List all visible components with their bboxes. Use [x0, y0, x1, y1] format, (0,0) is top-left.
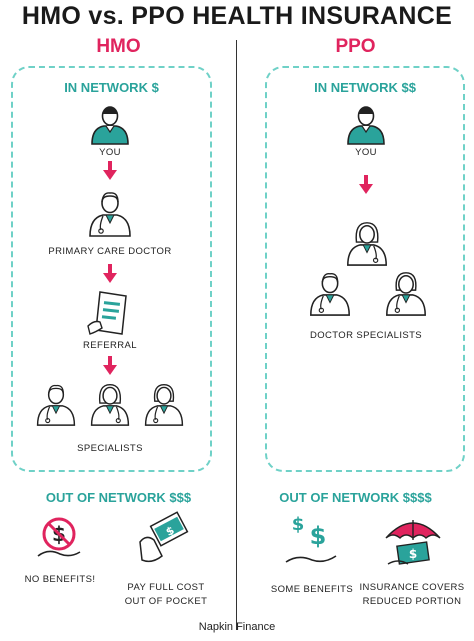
- doctor-icon: [36, 384, 76, 426]
- ppo-you-label: YOU: [355, 147, 377, 158]
- down-arrow-icon: [103, 356, 117, 375]
- doctor-icon: [89, 192, 131, 237]
- dollar-hand-icon: $ $: [285, 514, 337, 563]
- hmo-out-network-label: OUT OF NETWORK $$$: [45, 490, 192, 505]
- hmo-heading: HMO: [96, 36, 141, 57]
- ppo-in-network-label: IN NETWORK $$: [314, 80, 416, 95]
- svg-text:$: $: [409, 547, 417, 561]
- person-icon: [91, 106, 129, 145]
- svg-text:$: $: [310, 522, 327, 550]
- umbrella-icon: $: [385, 520, 441, 565]
- ppo-reduced-portion-label: REDUCED PORTION: [362, 596, 462, 607]
- doctor-icon: [90, 383, 130, 426]
- hmo-out-of-pocket-label: OUT OF POCKET: [124, 596, 208, 607]
- referral-document-icon: [87, 291, 127, 335]
- person-icon: [347, 106, 385, 145]
- doctor-icon: [310, 273, 350, 316]
- ppo-out-network-label: OUT OF NETWORK $$$$: [279, 490, 432, 505]
- doctor-icon: [144, 383, 184, 426]
- hmo-no-benefits-label: NO BENEFITS!: [24, 574, 96, 585]
- down-arrow-icon: [359, 175, 373, 194]
- doctor-icon: [347, 222, 387, 266]
- ppo-in-network-box: [265, 66, 465, 472]
- doctor-icon: [386, 272, 426, 316]
- ppo-insurance-covers-label: INSURANCE COVERS: [359, 582, 465, 593]
- hmo-pcp-label: PRIMARY CARE DOCTOR: [48, 246, 172, 257]
- column-divider: [236, 40, 237, 630]
- no-dollar-icon: $: [37, 517, 81, 557]
- ppo-some-benefits-label: SOME BENEFITS: [270, 584, 354, 595]
- hmo-in-network-label: IN NETWORK $: [64, 80, 159, 95]
- hmo-specialists-label: SPECIALISTS: [77, 443, 143, 454]
- hmo-pay-full-cost-label: PAY FULL COST: [127, 582, 205, 593]
- down-arrow-icon: [103, 161, 117, 180]
- ppo-heading: PPO: [335, 36, 376, 57]
- hmo-in-network-box: [11, 66, 212, 472]
- hmo-you-label: YOU: [99, 147, 121, 158]
- page-title: HMO vs. PPO HEALTH INSURANCE: [21, 2, 453, 30]
- ppo-doctor-specialists-label: DOCTOR SPECIALISTS: [309, 330, 423, 341]
- hmo-referral-label: REFERRAL: [83, 340, 137, 351]
- footer-brand: Napkin Finance: [198, 621, 276, 633]
- down-arrow-icon: [103, 264, 117, 283]
- svg-text:$: $: [292, 514, 305, 535]
- pay-card-icon: $: [139, 511, 189, 563]
